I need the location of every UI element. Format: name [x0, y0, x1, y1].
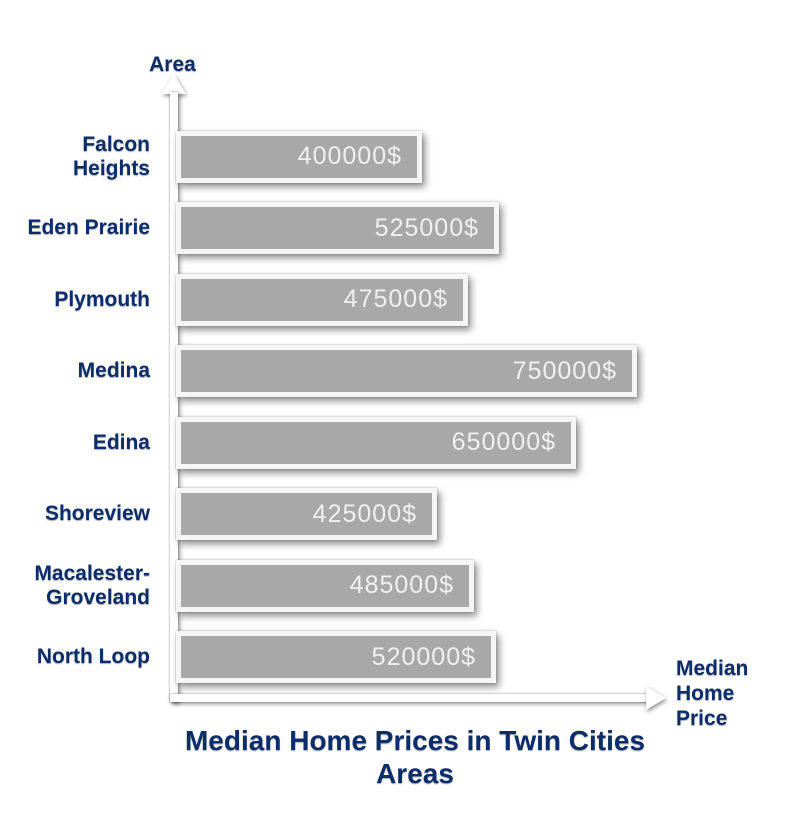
bar: 750000$ — [176, 345, 637, 398]
bar-value-label: 400000$ — [297, 142, 402, 171]
bar-value-label: 485000$ — [349, 571, 454, 600]
bar-value-label: 650000$ — [451, 428, 556, 457]
category-label: Macalester-Groveland — [34, 561, 150, 609]
arrow-right-icon — [646, 686, 666, 710]
bar: 650000$ — [176, 416, 576, 469]
arrow-up-icon — [162, 74, 186, 94]
category-label: Edina — [92, 430, 150, 454]
category-label: Medina — [77, 359, 150, 383]
chart-title: Median Home Prices in Twin Cities Areas — [184, 725, 646, 789]
bar-row: Edina 650000$ — [0, 407, 800, 479]
category-label: Falcon Heights — [72, 132, 150, 180]
bar: 485000$ — [176, 559, 474, 612]
bar: 525000$ — [176, 202, 499, 255]
bar-row: Falcon Heights 400000$ — [0, 121, 800, 193]
y-axis-line — [170, 92, 178, 702]
bar: 520000$ — [176, 631, 496, 684]
bar-row: Eden Prairie 525000$ — [0, 193, 800, 265]
x-axis-title: Median Home Price — [676, 657, 749, 730]
bar-row: Plymouth 475000$ — [0, 264, 800, 336]
category-label: North Loop — [36, 645, 150, 669]
bar: 475000$ — [176, 273, 468, 326]
bar-value-label: 525000$ — [374, 213, 479, 242]
bar-row: North Loop 520000$ — [0, 622, 800, 694]
bar: 400000$ — [176, 130, 422, 183]
category-label: Shoreview — [44, 502, 150, 526]
x-axis-line — [170, 694, 648, 702]
bar-value-label: 475000$ — [343, 285, 448, 314]
bar-row: Macalester-Groveland 485000$ — [0, 550, 800, 622]
bar-value-label: 425000$ — [312, 499, 417, 528]
bar-value-label: 750000$ — [512, 356, 617, 385]
bar-row: Medina 750000$ — [0, 336, 800, 408]
category-label: Plymouth — [54, 287, 150, 311]
category-label: Eden Prairie — [27, 216, 150, 240]
bar: 425000$ — [176, 488, 437, 541]
y-axis-title: Area — [149, 53, 196, 76]
bar-row: Shoreview 425000$ — [0, 479, 800, 551]
bar-rows: Falcon Heights 400000$ Eden Prairie 525000$… — [0, 121, 800, 693]
bar-value-label: 520000$ — [371, 642, 476, 671]
